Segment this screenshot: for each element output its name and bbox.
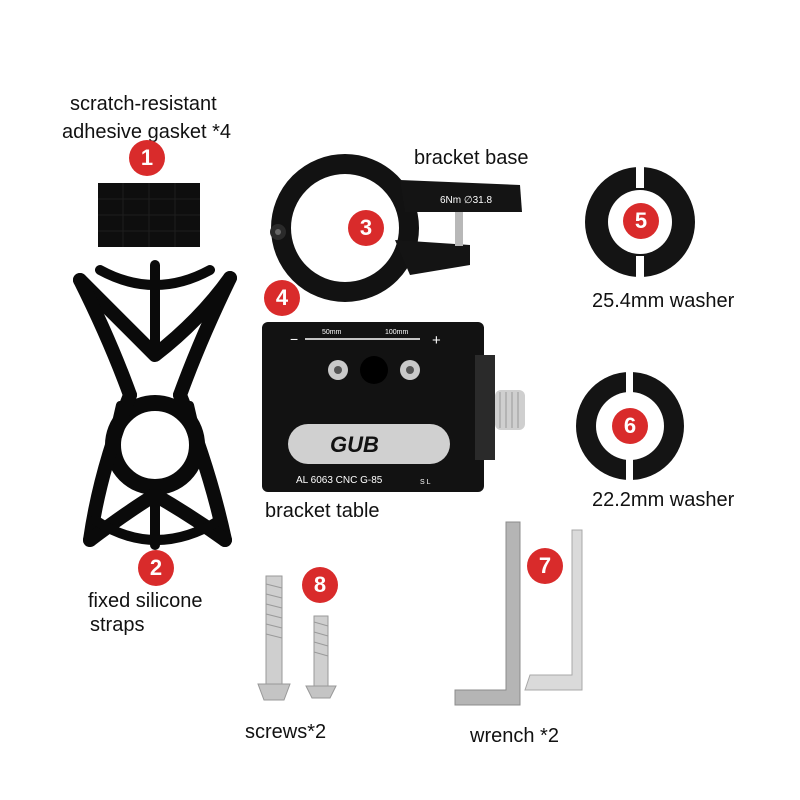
badge-4: 4 <box>264 280 300 316</box>
washer-25-4-label: 25.4mm washer <box>592 290 735 312</box>
badge-5: 5 <box>623 203 659 239</box>
washer-22-2-label: 22.2mm washer <box>592 489 735 511</box>
badge-8: 8 <box>302 567 338 603</box>
badge-3: 3 <box>348 210 384 246</box>
bracket-table-label: bracket table <box>265 500 380 522</box>
badge-6: 6 <box>612 408 648 444</box>
model-engraving: AL 6063 CNC G-85 <box>296 475 383 486</box>
minus-engraving: − <box>290 331 298 347</box>
plus-engraving: + <box>432 332 441 349</box>
gasket-label-line2: adhesive gasket *4 <box>62 121 232 143</box>
badge-7: 7 <box>527 548 563 584</box>
straps-label-line2: straps <box>90 614 145 636</box>
model-suffix-engraving: S L <box>420 479 431 486</box>
bracket-base-label: bracket base <box>414 147 529 169</box>
scale-right-engraving: 100mm <box>385 329 409 336</box>
brand-logo-engraving: GUB <box>330 432 379 457</box>
scale-left-engraving: 50mm <box>322 329 342 336</box>
clamp-engraving: 6Nm ∅31.8 <box>440 195 493 206</box>
badge-1: 1 <box>129 140 165 176</box>
badge-2: 2 <box>138 550 174 586</box>
straps-label-line1: fixed silicone <box>88 590 203 612</box>
gasket-label-line1: scratch-resistant <box>70 93 217 115</box>
wrench-label: wrench *2 <box>470 725 559 747</box>
screws-label: screws*2 <box>245 721 327 743</box>
